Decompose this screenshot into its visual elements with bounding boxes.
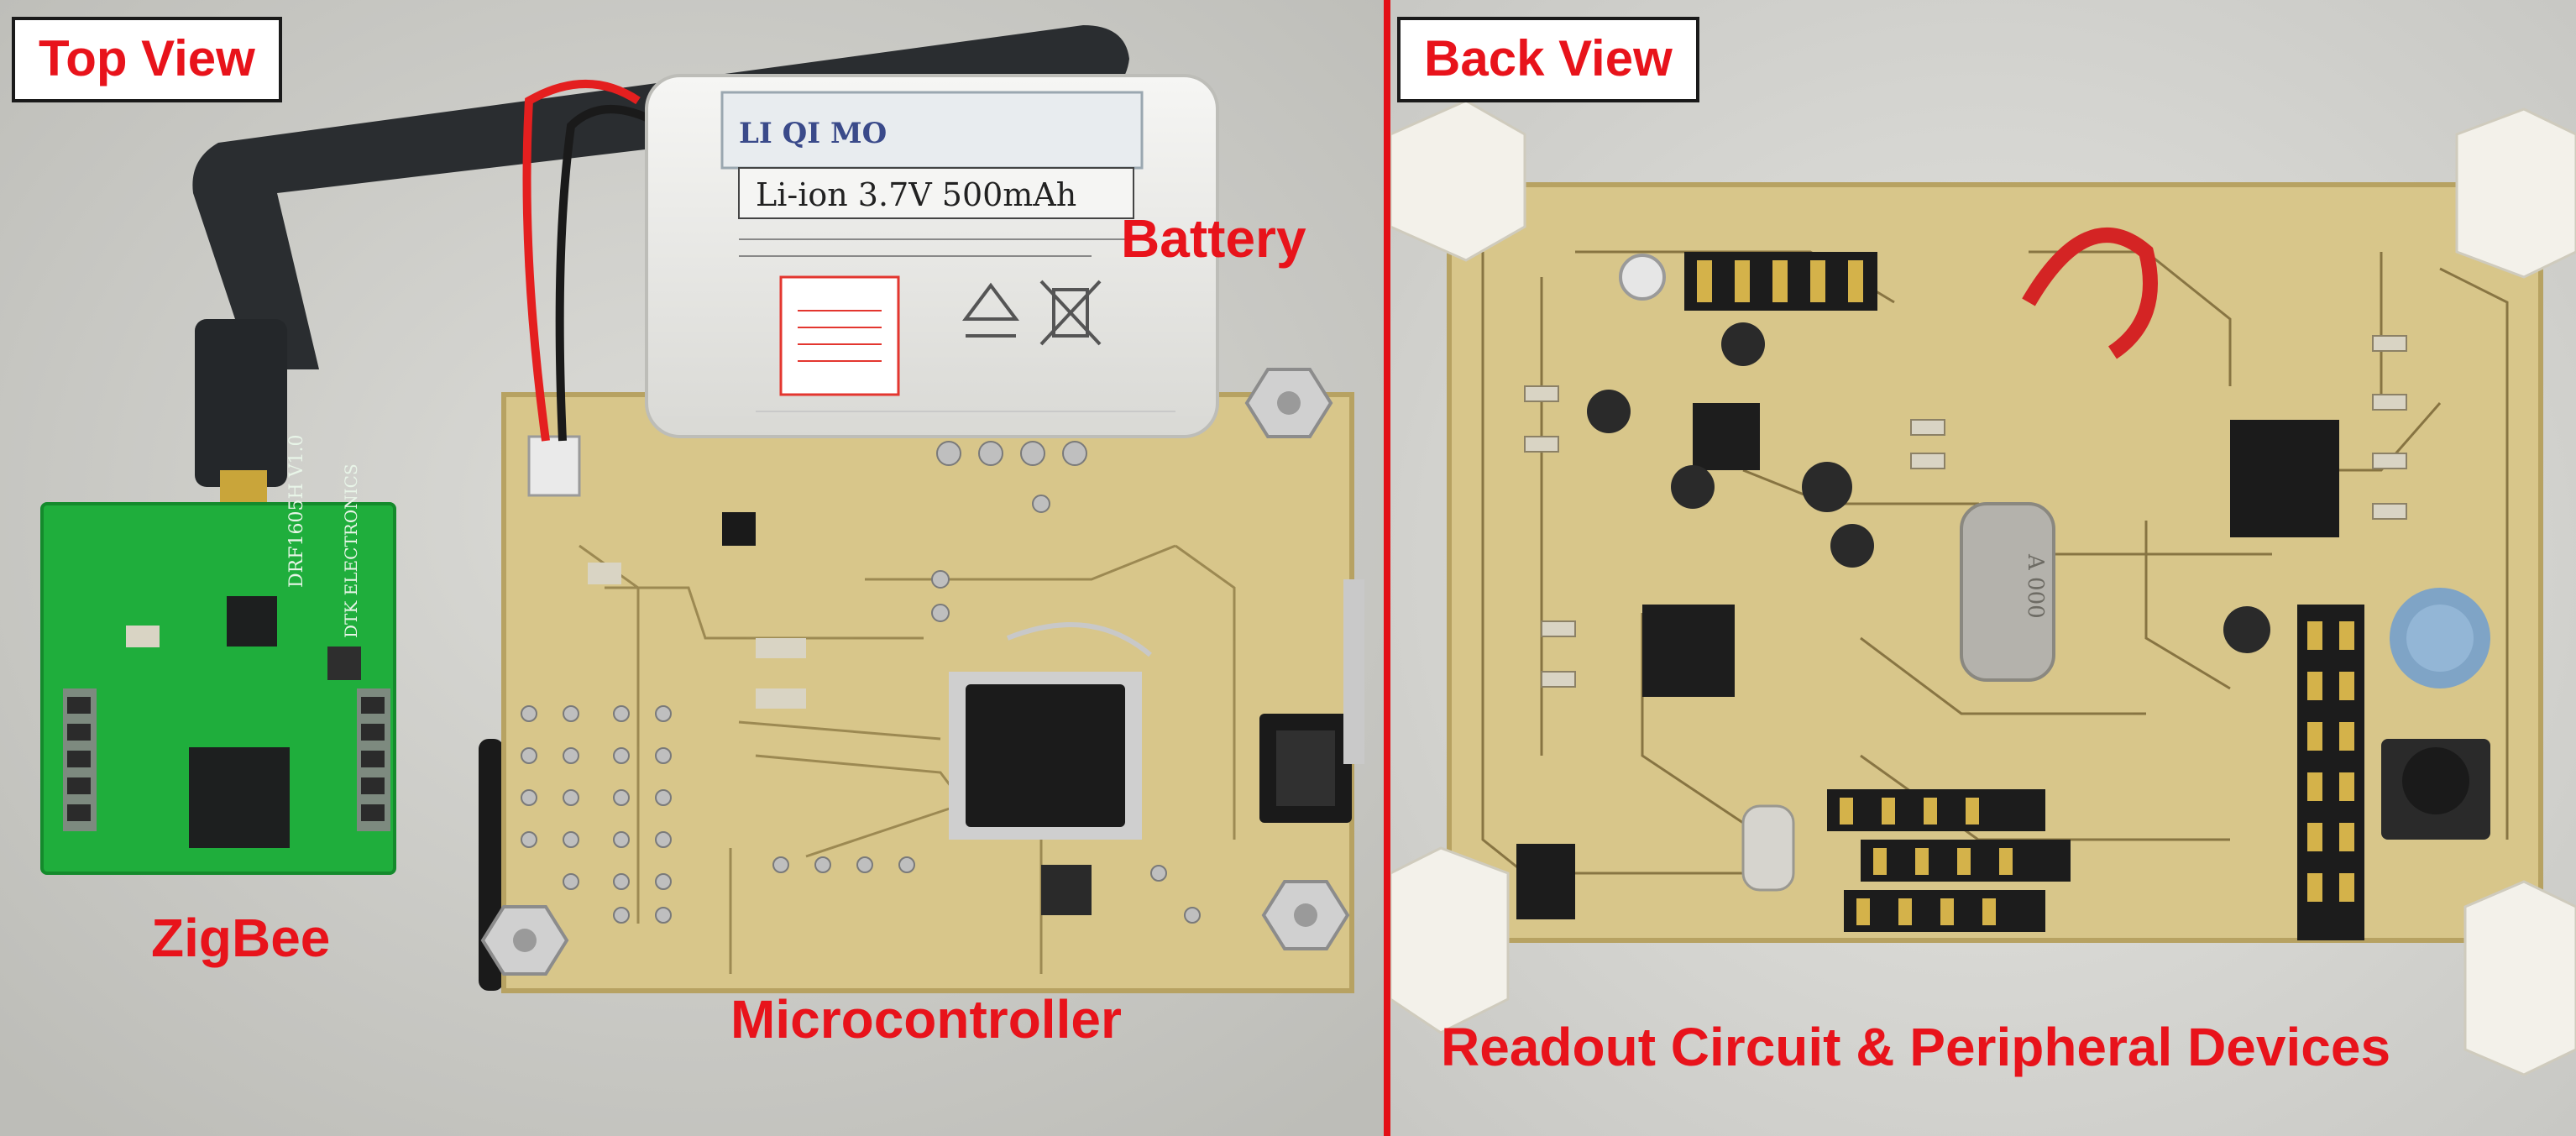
crystal-marking: A 000 <box>2023 553 2048 619</box>
back-view-photo: A 000 <box>1390 0 2576 1136</box>
top-view-photo: DRF1605H V1.0 DTK ELECTRONICS <box>0 0 1384 1136</box>
crossed-bin-icon <box>1039 280 1102 346</box>
microcontroller-caption: Microcontroller <box>730 989 1122 1050</box>
electrolytic-capacitor <box>2390 588 2490 688</box>
zigbee-model-text: DRF1605H V1.0 <box>286 434 307 588</box>
back-view-badge: Back View <box>1397 17 1699 102</box>
zigbee-module: DRF1605H V1.0 DTK ELECTRONICS <box>40 434 396 875</box>
battery-brand-text: LI QI MO <box>739 117 887 150</box>
readout-board: A 000 <box>1390 99 2576 1076</box>
back-view-panel: A 000 <box>1390 0 2576 1136</box>
zigbee-caption: ZigBee <box>151 908 331 968</box>
battery-pack: LI QI MO Li-ion 3.7V 500mAh <box>645 74 1219 438</box>
panel-divider <box>1384 0 1390 1136</box>
top-view-panel: DRF1605H V1.0 DTK ELECTRONICS <box>0 0 1384 1136</box>
recycle-icon <box>962 282 1019 338</box>
top-view-badge: Top View <box>12 17 282 102</box>
zigbee-vendor-text: DTK ELECTRONICS <box>341 463 361 638</box>
microcontroller-chip <box>949 672 1142 840</box>
crystal-oscillator: A 000 <box>1960 502 2055 682</box>
readout-caption: Readout Circuit & Peripheral Devices <box>1441 1017 2391 1077</box>
battery-caption: Battery <box>1121 208 1306 269</box>
battery-spec-text: Li-ion 3.7V 500mAh <box>756 176 1076 213</box>
